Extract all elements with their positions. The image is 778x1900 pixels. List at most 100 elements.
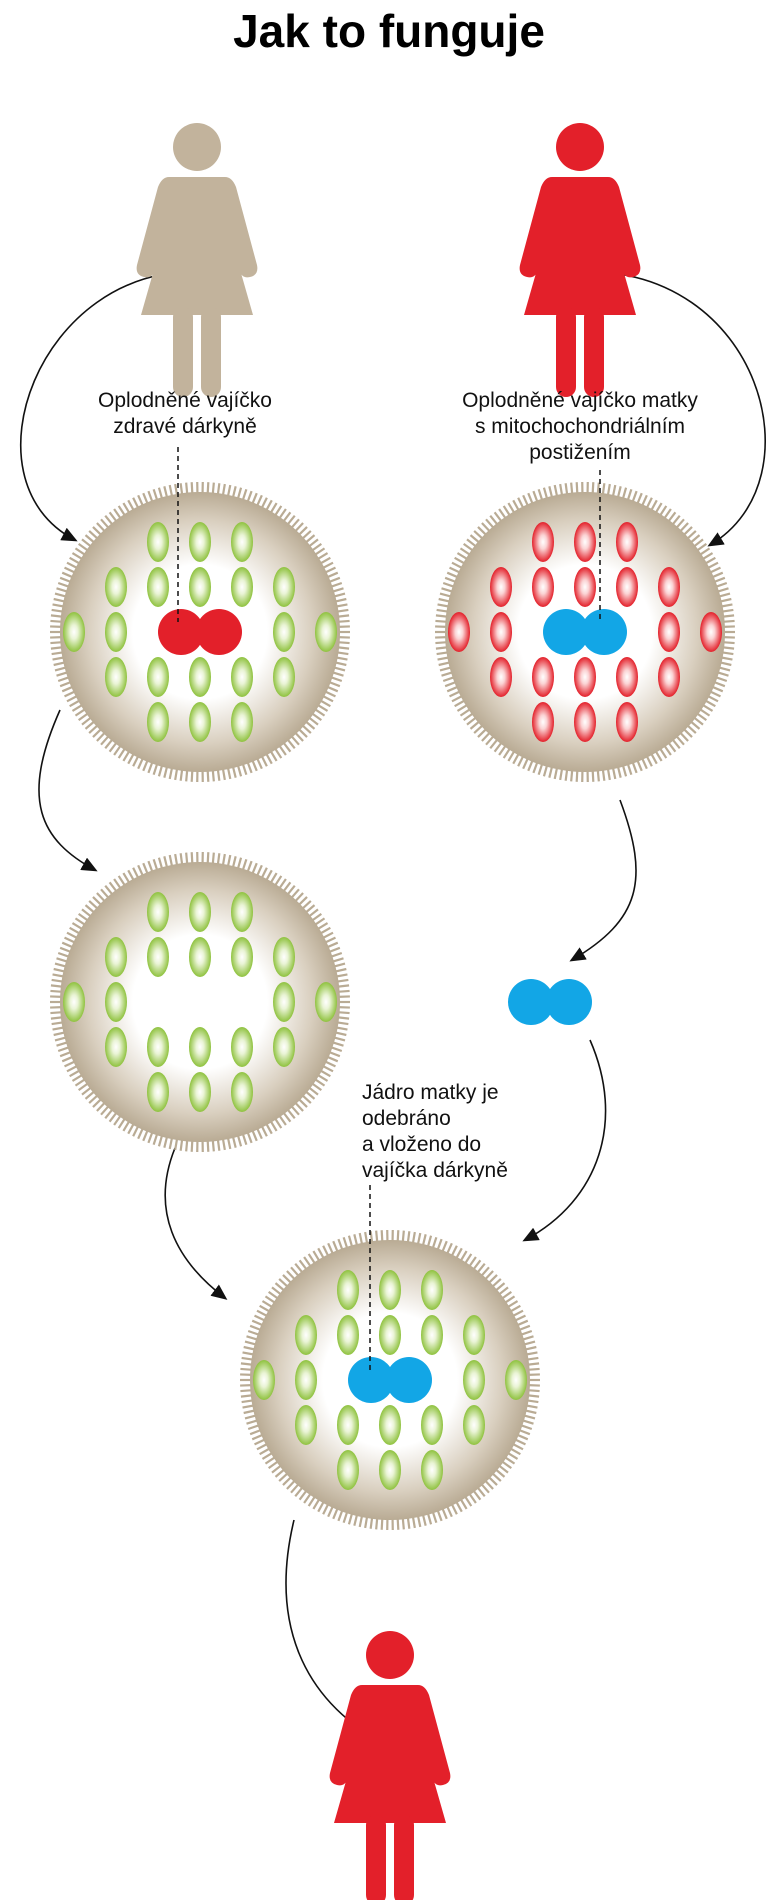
mitochondrion — [337, 1405, 359, 1445]
mitochondrion — [63, 982, 85, 1022]
mitochondrion — [616, 567, 638, 607]
mitochondrion — [616, 702, 638, 742]
mitochondrion — [105, 612, 127, 652]
mitochondrion — [505, 1360, 527, 1400]
arrow — [20, 271, 201, 542]
mitochondrion — [189, 657, 211, 697]
mitochondrion — [273, 937, 295, 977]
mitochondrion — [147, 1027, 169, 1067]
mitochondrion — [105, 567, 127, 607]
mitochondrion — [295, 1360, 317, 1400]
woman-icon — [136, 123, 258, 397]
mitochondrion — [105, 982, 127, 1022]
mitochondrion — [147, 567, 169, 607]
mitochondrion — [490, 612, 512, 652]
mitochondrion — [379, 1450, 401, 1490]
mitochondrion — [337, 1450, 359, 1490]
donor-egg-label-line: Oplodněné vajíčko — [98, 389, 272, 412]
cell-membrane — [435, 482, 735, 782]
mitochondrion — [658, 657, 680, 697]
mitochondrion — [421, 1270, 443, 1310]
mitochondrion — [189, 1072, 211, 1112]
nucleus-transfer-label-line: a vloženo do — [362, 1133, 482, 1156]
mitochondrion — [231, 937, 253, 977]
arrow — [522, 1039, 607, 1242]
nucleus — [158, 609, 242, 655]
nucleus-transfer-label: Jádro matky je odebráno a vloženo do vaj… — [362, 1080, 562, 1184]
mitochondrion — [616, 522, 638, 562]
mitochondrion — [574, 657, 596, 697]
mitochondrion — [253, 1360, 275, 1400]
mitochondrion — [532, 567, 554, 607]
mitochondrion — [616, 657, 638, 697]
mitochondrion — [189, 702, 211, 742]
mitochondrion — [532, 702, 554, 742]
mitochondrion — [379, 1315, 401, 1355]
nucleus-transfer-label-line: odebráno — [362, 1107, 451, 1130]
mitochondrion — [463, 1360, 485, 1400]
donor-egg-label: Oplodněné vajíčko zdravé dárkyně — [50, 388, 320, 440]
mitochondrion — [463, 1405, 485, 1445]
nucleus — [508, 979, 592, 1025]
arrow — [569, 799, 637, 962]
mother-egg-label-line: postižením — [529, 441, 631, 464]
mitochondrion — [315, 982, 337, 1022]
mitochondrion — [147, 702, 169, 742]
mitochondrion — [658, 567, 680, 607]
mitochondrion — [315, 612, 337, 652]
nucleus-transfer-label-line: Jádro matky je — [362, 1081, 499, 1104]
nucleus-transfer-label-line: vajíčka dárkyně — [362, 1159, 508, 1182]
mitochondrion — [421, 1405, 443, 1445]
mitochondrion — [421, 1315, 443, 1355]
mitochondrion — [231, 1027, 253, 1067]
mitochondrion — [337, 1315, 359, 1355]
mitochondrion — [273, 1027, 295, 1067]
mitochondrion — [448, 612, 470, 652]
woman-icon — [519, 123, 641, 397]
mother-egg-label: Oplodněné vajíčko matky s mitochochondri… — [430, 388, 730, 466]
mitochondrion — [273, 612, 295, 652]
mitochondrion — [189, 567, 211, 607]
mitochondrion — [273, 982, 295, 1022]
cell-cytoplasm — [60, 862, 340, 1142]
mitochondrion — [700, 612, 722, 652]
mitochondrion — [658, 612, 680, 652]
mitochondrion — [337, 1270, 359, 1310]
mitochondrion — [105, 657, 127, 697]
mitochondrion — [273, 657, 295, 697]
mitochondrion — [532, 522, 554, 562]
mitochondrion — [147, 937, 169, 977]
mitochondrion — [63, 612, 85, 652]
mitochondrion — [295, 1405, 317, 1445]
mitochondrion — [231, 892, 253, 932]
donor-egg-label-line: zdravé dárkyně — [113, 415, 257, 438]
arrow — [38, 709, 98, 872]
mitochondrion — [421, 1450, 443, 1490]
mitochondrion — [379, 1270, 401, 1310]
mitochondrion — [532, 657, 554, 697]
mitochondrion — [189, 522, 211, 562]
nucleus — [348, 1357, 432, 1403]
nucleus — [543, 609, 627, 655]
mitochondrion — [574, 567, 596, 607]
page-title: Jak to funguje — [233, 5, 545, 57]
arrow — [164, 1147, 228, 1300]
mitochondrion — [147, 1072, 169, 1112]
mitochondrion — [189, 892, 211, 932]
mitochondrion — [463, 1315, 485, 1355]
mitochondrion — [105, 1027, 127, 1067]
mitochondrion — [105, 937, 127, 977]
mitochondrion — [231, 567, 253, 607]
mitochondrion — [379, 1405, 401, 1445]
mitochondrion — [231, 522, 253, 562]
mitochondrion — [490, 567, 512, 607]
mitochondrion — [490, 657, 512, 697]
mitochondrion — [295, 1315, 317, 1355]
mitochondrion — [189, 1027, 211, 1067]
mitochondrion — [574, 702, 596, 742]
mitochondrion — [231, 702, 253, 742]
mitochondrion — [273, 567, 295, 607]
mitochondrion — [147, 522, 169, 562]
arrow — [579, 271, 766, 547]
